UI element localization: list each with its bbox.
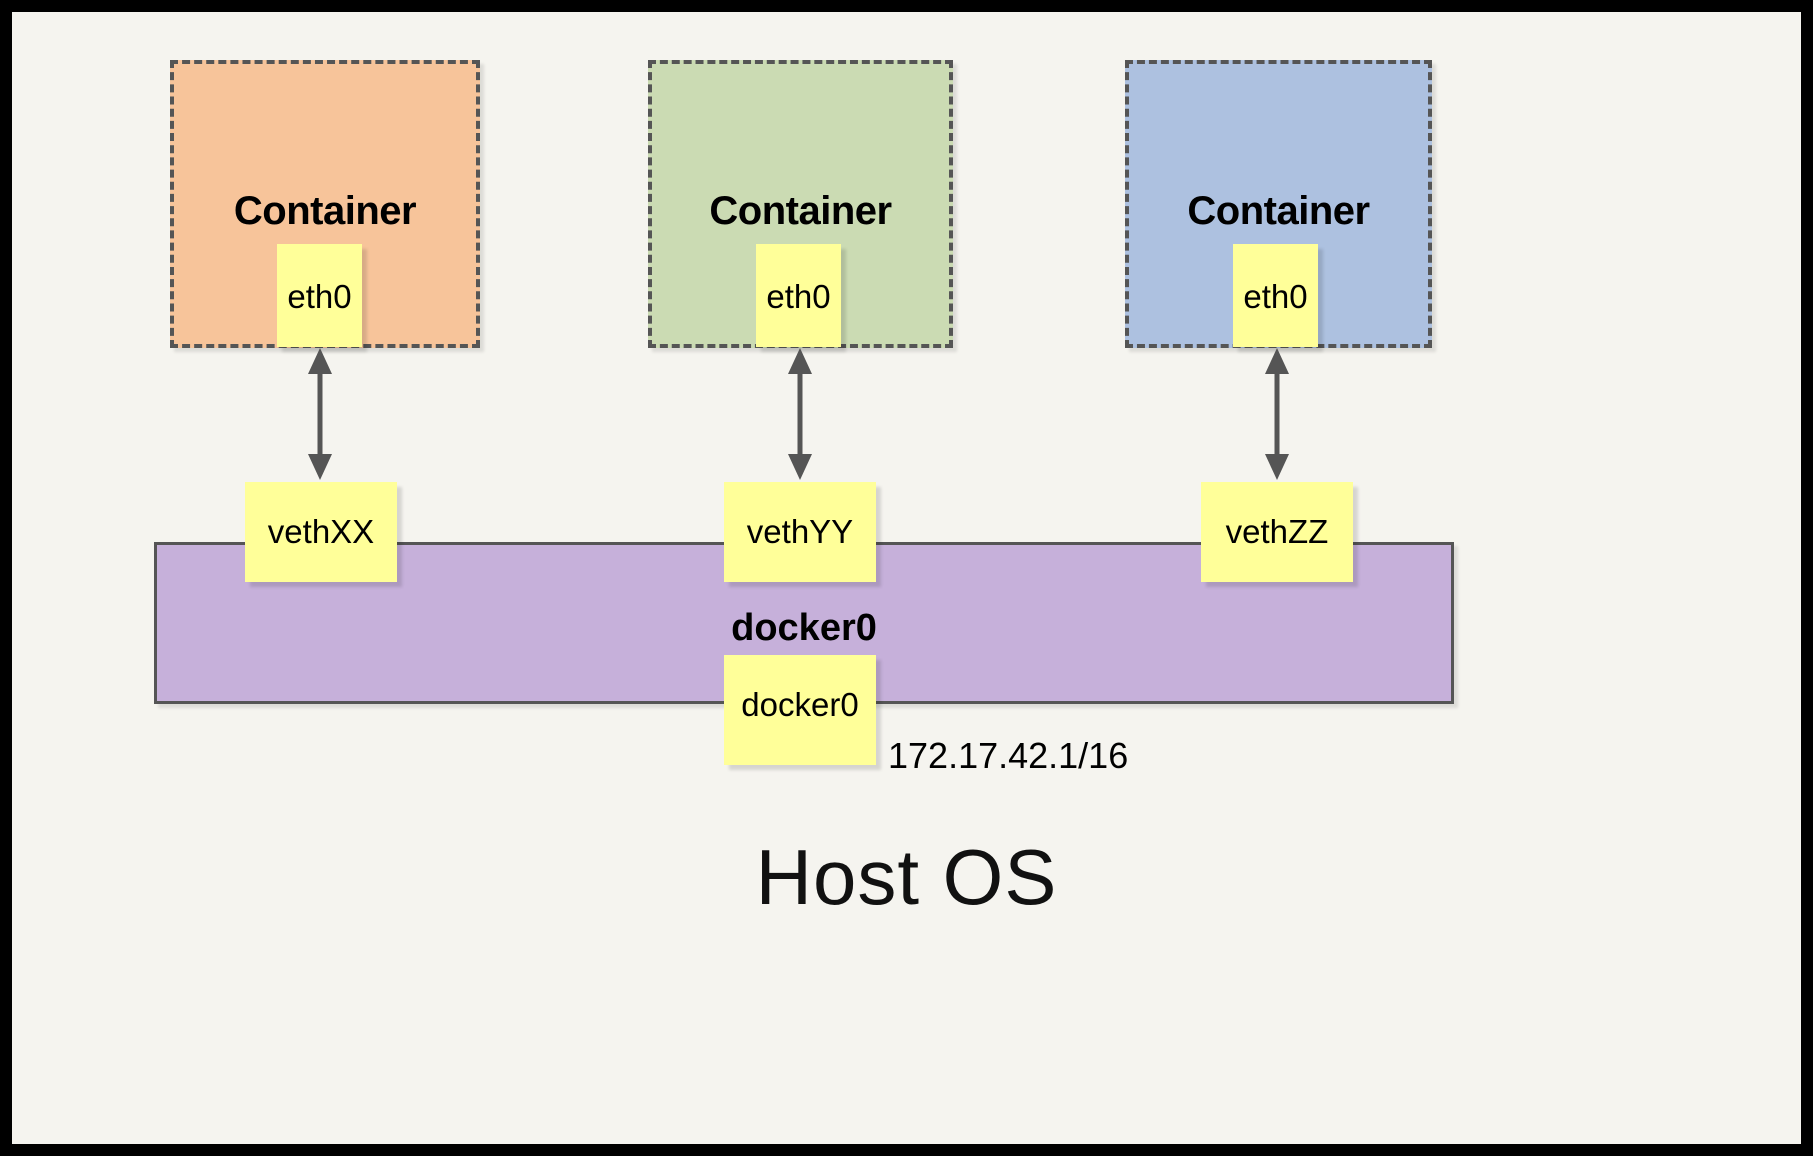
eth0-label-3: eth0 (1243, 278, 1308, 315)
container-title-2: Container (709, 189, 892, 233)
veth-box-3[interactable]: vethZZ (1201, 482, 1353, 582)
eth0-interface-box-3[interactable]: eth0 (1233, 244, 1318, 347)
container-title-3: Container (1187, 189, 1370, 233)
veth-label-3: vethZZ (1225, 513, 1329, 550)
veth-label-1: vethXX (267, 513, 375, 550)
eth0-label-1: eth0 (287, 278, 352, 315)
veth-arrow-icon-3 (1265, 348, 1289, 480)
veth-box-1[interactable]: vethXX (245, 482, 397, 582)
eth0-interface-box-1[interactable]: eth0 (277, 244, 362, 347)
veth-box-2[interactable]: vethYY (724, 482, 876, 582)
docker0-ip-label: 172.17.42.1/16 (888, 735, 1129, 776)
veth-arrow-icon-2 (788, 348, 812, 480)
eth0-label-2: eth0 (766, 278, 831, 315)
veth-arrow-icon-1 (308, 348, 332, 480)
veth-label-2: vethYY (746, 513, 854, 550)
container-title-1: Container (233, 189, 417, 233)
docker0-port-box[interactable]: docker0 (724, 655, 876, 765)
docker0-port-label: docker0 (741, 686, 859, 723)
docker0-bar-label: docker0 (731, 607, 877, 649)
host-os-label: Host OS (755, 833, 1058, 921)
eth0-interface-box-2[interactable]: eth0 (756, 244, 841, 347)
